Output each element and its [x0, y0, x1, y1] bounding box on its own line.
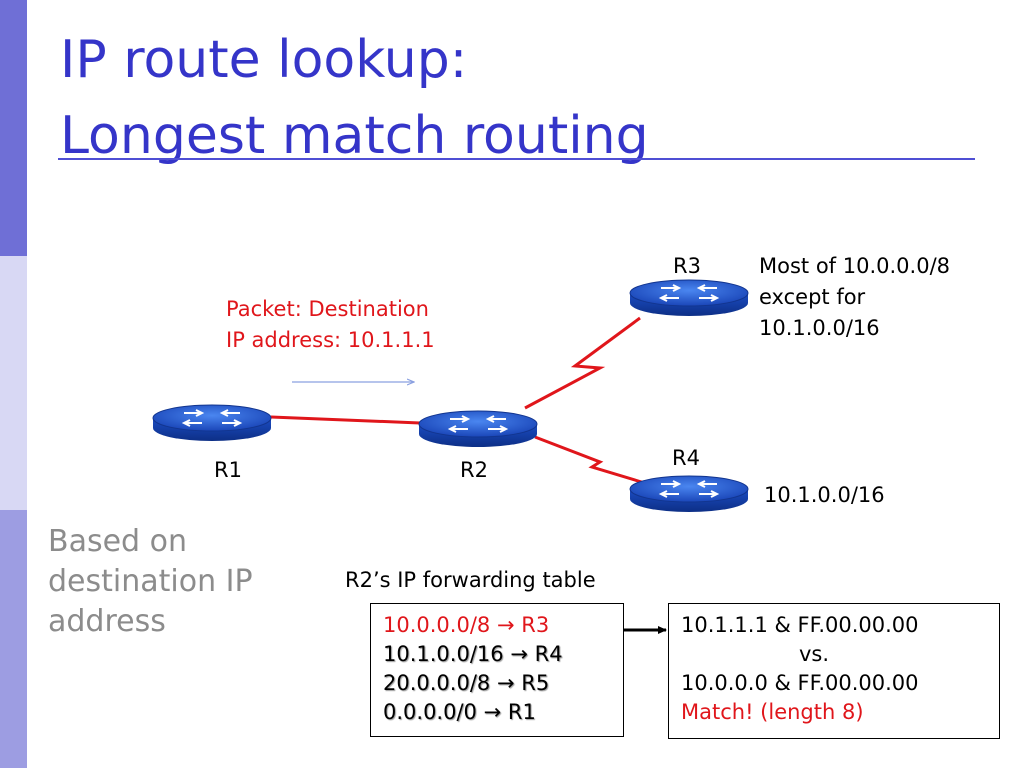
- router-r2-label: R2: [460, 458, 488, 482]
- match-line-3: 10.0.0.0 & FF.00.00.00: [681, 671, 919, 695]
- sidebar-block-top: [0, 0, 27, 256]
- r3-note-line-1: Most of 10.0.0.0/8: [759, 254, 950, 278]
- row-prefix: 10.0.0.0/8: [383, 613, 491, 637]
- right-arrow-icon: →: [483, 700, 502, 724]
- router-r1-label: R1: [214, 458, 242, 482]
- table-row: 10.1.0.0/16 → R4: [383, 640, 623, 669]
- title-line-2: Longest match routing: [60, 106, 649, 166]
- match-line-4: Match! (length 8): [681, 700, 864, 724]
- table-row: 0.0.0.0/0 → R1: [383, 698, 623, 727]
- forwarding-table: 10.0.0.0/8 → R3 10.1.0.0/16 → R4 20.0.0.…: [370, 603, 624, 737]
- side-note-line-3: address: [48, 604, 166, 639]
- link-r1-r2: [270, 415, 421, 425]
- right-arrow-icon: →: [496, 613, 515, 637]
- match-line-1: 10.1.1.1 & FF.00.00.00: [681, 613, 919, 637]
- r3-note-line-2: except for: [759, 285, 866, 309]
- side-note-line-2: destination IP: [48, 564, 253, 599]
- right-arrow-icon: →: [510, 642, 528, 666]
- router-r2-icon: [418, 410, 538, 447]
- title-underline: [58, 158, 975, 160]
- router-r4-icon: [629, 475, 749, 512]
- row-prefix: 10.1.0.0/16: [383, 642, 504, 666]
- table-row: 20.0.0.0/8 → R5: [383, 669, 623, 698]
- link-r2-r3-serial: [524, 316, 641, 410]
- link-r2-r4-serial: [534, 435, 649, 486]
- router-r4-label: R4: [672, 446, 700, 470]
- r4-note: 10.1.0.0/16: [764, 483, 885, 507]
- sidebar-block-bottom: [0, 510, 27, 768]
- router-r1-icon: [152, 404, 272, 441]
- table-row: 10.0.0.0/8 → R3: [383, 611, 623, 640]
- row-next-hop: R5: [521, 671, 550, 695]
- forwarding-table-caption: R2’s IP forwarding table: [345, 568, 596, 592]
- side-note-line-1: Based on: [48, 524, 187, 559]
- router-r3-icon: [629, 279, 749, 316]
- row-prefix: 0.0.0.0/0: [383, 700, 477, 724]
- row-next-hop: R3: [521, 613, 550, 637]
- match-line-2: vs.: [799, 642, 830, 666]
- row-next-hop: R4: [534, 642, 563, 666]
- title-line-1: IP route lookup:: [60, 30, 468, 90]
- row-next-hop: R1: [507, 700, 536, 724]
- r3-note-line-3: 10.1.0.0/16: [759, 316, 880, 340]
- router-r3-label: R3: [673, 254, 701, 278]
- right-arrow-icon: →: [496, 671, 515, 695]
- row-prefix: 20.0.0.0/8: [383, 671, 491, 695]
- packet-label-line-1: Packet: Destination: [226, 297, 429, 321]
- match-box: 10.1.1.1 & FF.00.00.00 vs. 10.0.0.0 & FF…: [668, 603, 1000, 739]
- sidebar-block-middle: [0, 256, 27, 510]
- packet-label-line-2: IP address: 10.1.1.1: [226, 328, 435, 352]
